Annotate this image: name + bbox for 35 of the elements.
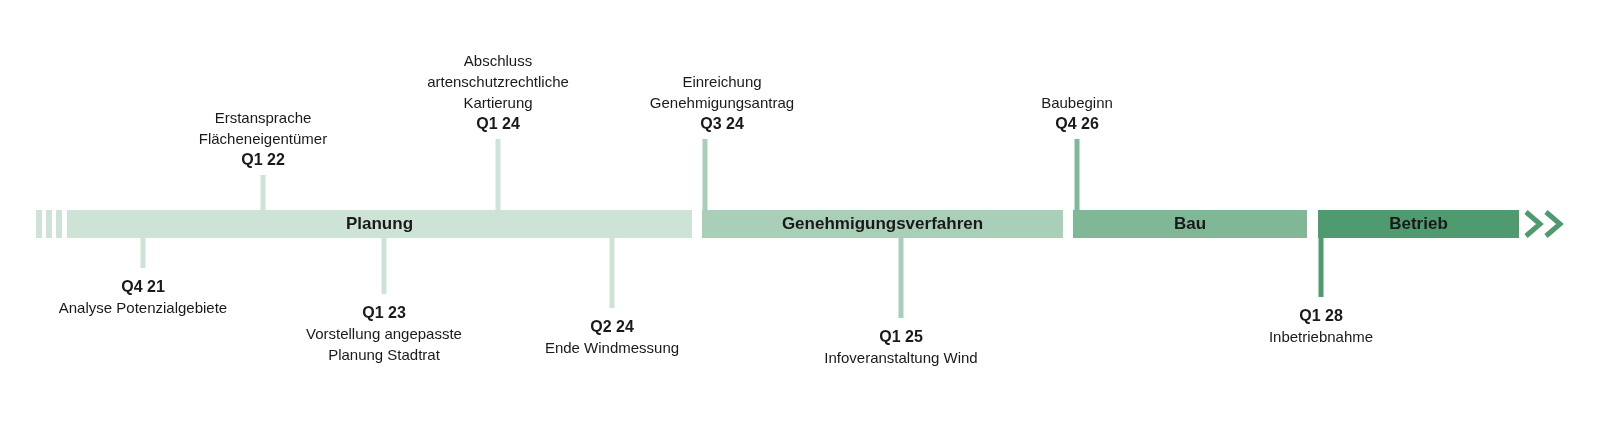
milestone-label: Inbetriebnahme [1267,327,1375,347]
leader-line [609,238,615,308]
milestone-label: Erstansprache Flächeneigentümer [197,108,329,149]
leader-line [381,238,387,294]
leader-line [495,139,501,210]
milestone-date: Q1 22 [240,150,286,170]
leader-line [702,139,708,210]
milestone-date: Q2 24 [589,317,635,337]
milestone-label: Vorstellung angepasste Planung Stadtrat [305,324,463,365]
phase-bar [1073,210,1307,238]
phase-label: Bau [1173,214,1207,234]
milestone-date: Q1 24 [475,114,521,134]
phase-label: Betrieb [1389,214,1448,234]
milestone-date: Q1 25 [878,327,924,347]
leader-line [260,175,266,210]
leader-line [898,238,904,318]
milestone-date: Q1 28 [1298,306,1344,326]
phase-label: Genehmigungsverfahren [781,214,984,234]
milestone-label: Abschluss artenschutzrechtliche Kartierung [426,51,570,113]
milestone-date: Q1 23 [361,303,407,323]
leader-line [1074,139,1080,210]
milestone-date: Q4 26 [1054,114,1100,134]
phase-bar [1318,210,1519,238]
phase-label: Planung [345,214,414,234]
milestone-label: Einreichung Genehmigungsantrag [648,72,796,113]
milestone-date: Q3 24 [699,114,745,134]
leader-line [140,238,146,268]
leader-line [1318,238,1324,297]
phase-bar [702,210,1063,238]
milestone-label: Infoveranstaltung Wind [823,348,979,368]
phase-bar [67,210,692,238]
milestone-label: Baubeginn [1040,93,1114,113]
milestone-date: Q4 21 [120,277,166,297]
milestone-label: Ende Windmessung [543,338,681,358]
milestone-label: Analyse Potenzialgebiete [57,298,229,318]
